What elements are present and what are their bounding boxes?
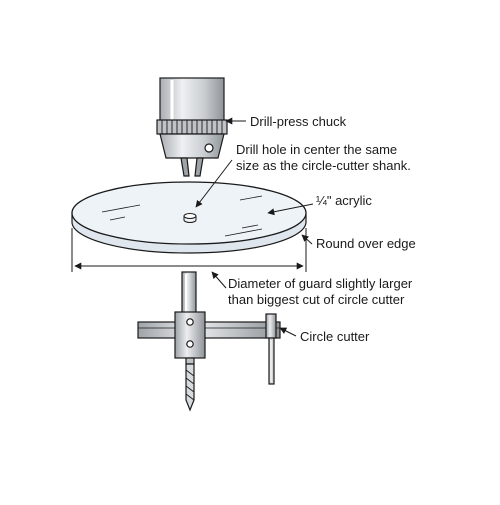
label-diameter-line-1: Diameter of guard slightly larger (228, 276, 413, 291)
round-over-leader (301, 234, 313, 245)
acrylic-disc (71, 181, 307, 254)
diameter-leader (211, 271, 227, 289)
leader-lines (195, 117, 314, 337)
label-diameter-line-2: than biggest cut of circle cutter (228, 292, 405, 307)
label-drill-hole-line-2: size as the circle-cutter shank. (236, 158, 411, 173)
label-drill-press-chuck: Drill-press chuck (250, 114, 347, 129)
drill-press-chuck (156, 77, 228, 177)
acrylic-leader (267, 203, 314, 216)
label-circle-cutter: Circle cutter (300, 329, 370, 344)
label-acrylic: ¼" acrylic (316, 193, 372, 208)
hole-leader (195, 159, 233, 208)
cutter-leader (279, 327, 297, 337)
label-drill-hole-line-1: Drill hole in center the same (236, 142, 398, 157)
circle-cutter (137, 271, 281, 412)
label-round-over-edge: Round over edge (316, 236, 416, 251)
